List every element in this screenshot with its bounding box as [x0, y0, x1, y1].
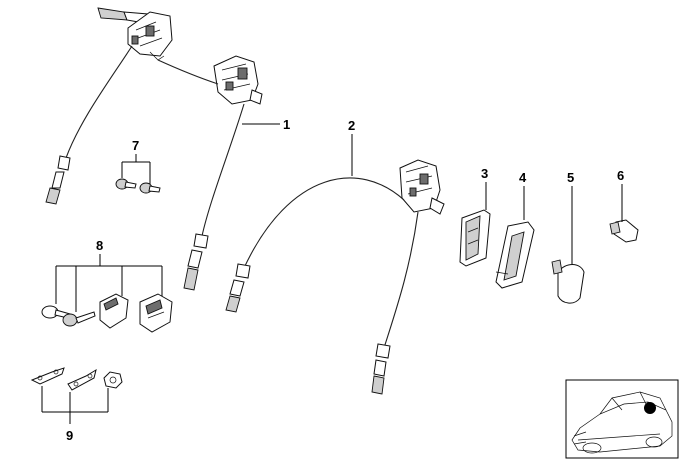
- callout-2: 2: [348, 118, 355, 133]
- part-7-screw-b: [139, 182, 161, 194]
- callout-7: 7: [132, 138, 139, 153]
- callout-labels: 1 2 3 4 5 6 7 8 9: [66, 117, 624, 443]
- callout-1: 1: [283, 117, 290, 132]
- callout-6: 6: [617, 168, 624, 183]
- callout-8: 8: [96, 238, 103, 253]
- part-5-cap: [551, 259, 585, 304]
- part-1-cable-link: [157, 59, 219, 85]
- part-9-bracket-a: [30, 367, 65, 385]
- car-outline: [571, 391, 673, 454]
- part-9-brackets: [30, 367, 123, 391]
- part-7-screws: [115, 178, 161, 194]
- part-1-right-terminal: [183, 233, 209, 291]
- part-2-cable-assembly: [225, 159, 445, 395]
- thumbnail-frame: [565, 379, 679, 459]
- part-1-cable-left: [65, 45, 133, 159]
- part-4-handle: [495, 221, 535, 289]
- location-marker: [644, 402, 656, 414]
- part-1-cable-right: [201, 103, 245, 237]
- part-8-clip-a: [99, 293, 129, 329]
- callout-9: 9: [66, 428, 73, 443]
- part-8-clip-b: [139, 293, 173, 333]
- part-2-latch: [399, 159, 445, 215]
- part-3-cover: [459, 209, 491, 267]
- callout-leaders: [41, 123, 623, 424]
- part-2-left-terminal: [225, 263, 251, 313]
- part-8-fasteners: [41, 293, 173, 333]
- part-2-cable-down: [383, 211, 419, 349]
- part-6-plug: [609, 219, 639, 243]
- part-1-upper-latch: [127, 11, 173, 61]
- callout-5: 5: [567, 170, 574, 185]
- part-1-cable-assembly: [45, 7, 263, 291]
- callout-3: 3: [481, 166, 488, 181]
- part-8-screw: [62, 311, 96, 327]
- part-1-lower-latch: [213, 55, 263, 105]
- part-1-left-terminal: [45, 155, 71, 205]
- part-9-bracket-b: [67, 368, 97, 391]
- locator-thumbnail: [565, 379, 679, 459]
- part-2-cable-arc: [243, 177, 405, 269]
- callout-4: 4: [519, 170, 527, 185]
- part-9-nut: [103, 371, 123, 389]
- part-7-screw-a: [115, 178, 137, 190]
- part-2-bottom-terminal: [371, 343, 391, 395]
